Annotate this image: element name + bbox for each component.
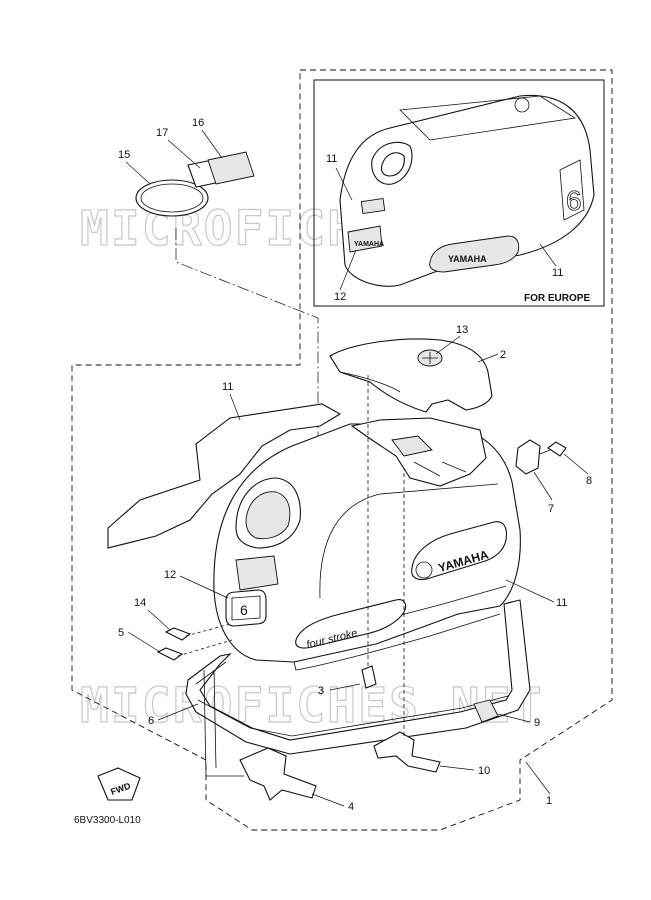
callout-9: 9 — [534, 717, 540, 729]
part-15-o-ring — [135, 179, 209, 217]
callout-11-decal: 11 — [222, 381, 233, 393]
part-14-screw — [164, 623, 231, 641]
part-2-top-cover — [329, 338, 493, 413]
part-11-decal-sheet — [107, 403, 342, 549]
part-1-top-cowling: 6 YAMAHA four stroke — [213, 417, 521, 671]
inset-cowling: YAMAHA YAMAHA 6 — [339, 94, 595, 287]
callout-3: 3 — [318, 685, 324, 697]
callout-5: 5 — [118, 627, 124, 639]
part-3-screw — [361, 372, 377, 689]
callout-7: 7 — [548, 503, 554, 515]
callout-6: 6 — [148, 715, 154, 727]
cowling-badge-numeral: 6 — [240, 602, 248, 618]
part-9-clip — [473, 699, 499, 723]
callout-4: 4 — [348, 801, 354, 813]
part-7-bracket — [515, 439, 541, 475]
callout-10: 10 — [478, 765, 490, 777]
callout-11-side: 11 — [556, 597, 567, 609]
inset-six-numeral: 6 — [566, 185, 582, 216]
callout-14: 14 — [134, 597, 146, 609]
callout-2: 2 — [500, 349, 506, 361]
part-8-bolt — [539, 441, 567, 457]
callout-8: 8 — [586, 475, 592, 487]
part-5-screw — [156, 639, 233, 661]
part-10-bracket — [373, 468, 441, 773]
europe-inset-frame — [313, 79, 605, 307]
callout-17: 17 — [156, 127, 168, 139]
callout-1: 1 — [546, 795, 552, 807]
part-16-sticker — [207, 151, 255, 185]
inset-caption: FOR EUROPE — [524, 293, 590, 304]
assembly-boundary — [71, 69, 613, 831]
fwd-arrow-icon: FWD — [97, 767, 141, 801]
callout-12-inset: 12 — [334, 291, 346, 303]
inset-yamaha-decal-text: YAMAHA — [448, 254, 487, 264]
callout-11-inset-top: 11 — [326, 153, 337, 165]
callout-16: 16 — [192, 117, 204, 129]
callout-12-main: 12 — [164, 569, 176, 581]
drawing-code: 6BV3300-L010 — [74, 815, 141, 826]
inset-yamaha-badge-text: YAMAHA — [354, 241, 384, 248]
part-4-bracket — [203, 669, 317, 801]
callout-13: 13 — [456, 324, 468, 336]
callout-15: 15 — [118, 149, 130, 161]
callout-11-inset-bottom: 11 — [552, 267, 563, 279]
